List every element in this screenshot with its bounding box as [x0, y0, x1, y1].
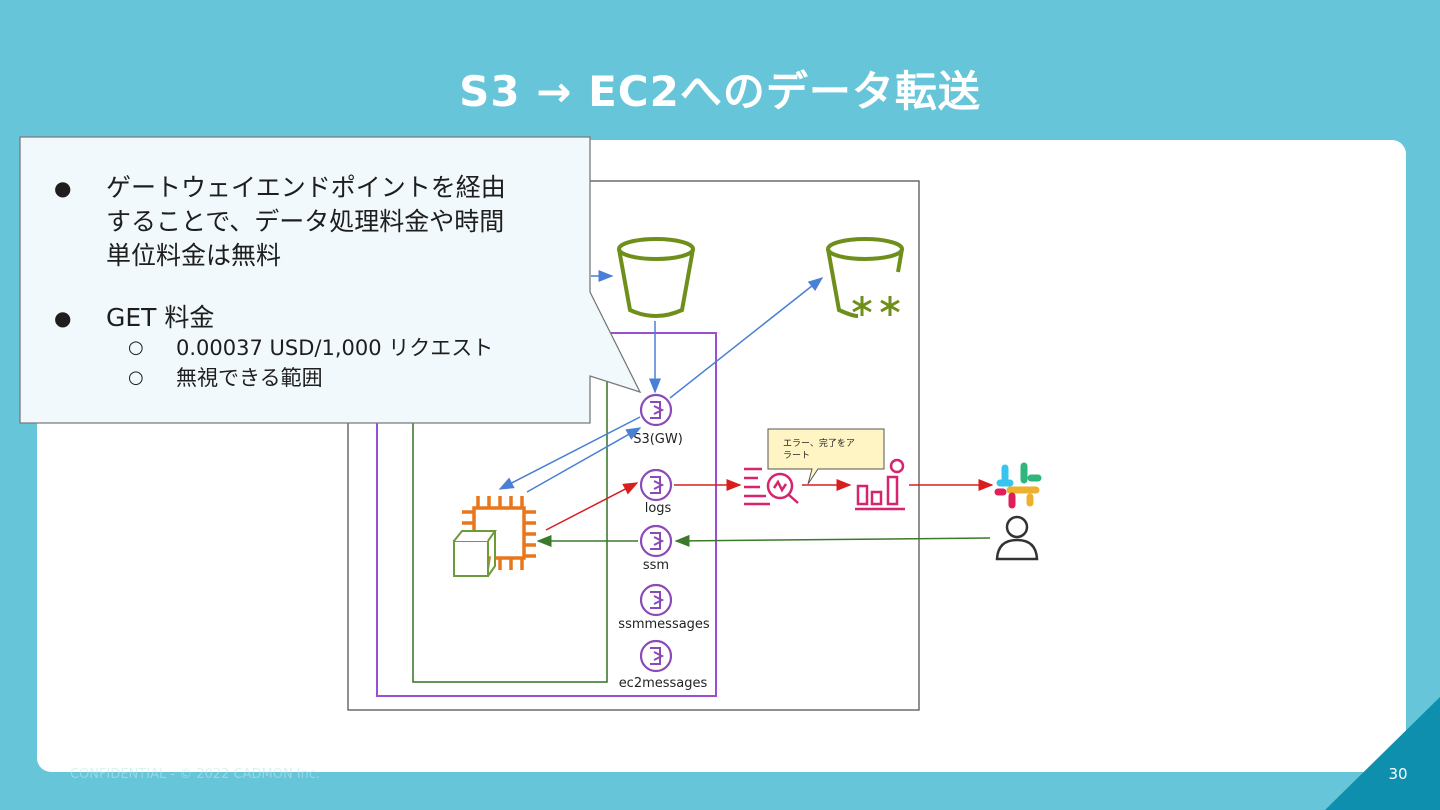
- alert-note: [767, 428, 885, 485]
- endpoint-label: ssm: [643, 558, 669, 573]
- user-icon: [995, 515, 1039, 561]
- slack-icon: [994, 462, 1042, 509]
- confidential-footer: CONFIDENTIAL - © 2022 CADMON Inc.: [70, 767, 321, 782]
- endpoint-ssm-icon: [639, 524, 673, 558]
- endpoint-label: S3(GW): [633, 432, 683, 447]
- region-box: [347, 180, 920, 711]
- endpoint-label: logs: [645, 501, 672, 516]
- endpoint-logs-icon: [639, 468, 673, 502]
- bullet-line: 単位料金は無料: [106, 241, 282, 270]
- callout-text: ● ゲートウェイエンドポイントを経由 することで、データ処理料金や時間 単位料金…: [20, 137, 590, 423]
- bullet-dot: ●: [54, 176, 72, 200]
- subitem-text: 0.00037 USD/1,000 リクエスト: [176, 336, 494, 360]
- sub-bullet: ○: [128, 337, 144, 358]
- endpoint-s3gw-icon: [639, 393, 673, 427]
- subitem-text: 無視できる範囲: [176, 366, 323, 390]
- bullet-line: ゲートウェイエンドポイントを経由: [106, 173, 506, 202]
- callout-subitem: ○ 無視できる範囲: [128, 363, 323, 393]
- endpoint-label: ssmmessages: [618, 617, 710, 632]
- slide-title: S3 → EC2へのデータ転送: [459, 67, 981, 116]
- callout-subitem: ○ 0.00037 USD/1,000 リクエスト: [128, 333, 493, 363]
- callout-box: [19, 136, 642, 424]
- callout-bullet: ● ゲートウェイエンドポイントを経由 することで、データ処理料金や時間 単位料金…: [54, 171, 574, 273]
- s3-bucket-icon: [617, 237, 695, 318]
- endpoint-ssmmessages-icon: [639, 583, 673, 617]
- snowflake-icon: [852, 296, 900, 316]
- alert-note-line: エラー、完了をア: [783, 437, 855, 449]
- bullet-text: ゲートウェイエンドポイントを経由 することで、データ処理料金や時間 単位料金は無…: [106, 171, 506, 273]
- flow-arrow: [674, 534, 991, 547]
- corner-accent: [1325, 697, 1440, 810]
- sub-bullet: ○: [128, 367, 144, 388]
- flow-arrow: [545, 482, 639, 531]
- s3-glacier-bucket-icon: [826, 237, 904, 318]
- alert-note-line: ラート: [783, 450, 810, 461]
- flow-arrow: [669, 277, 824, 399]
- flow-arrow: [526, 427, 642, 493]
- endpoint-ec2messages-icon: [639, 639, 673, 673]
- endpoint-label: ec2messages: [619, 676, 708, 691]
- flow-arrow: [498, 416, 641, 490]
- alarm-icon: [855, 458, 905, 511]
- log-insights-icon: [744, 467, 799, 506]
- callout-bullet: ● GET 料金: [54, 301, 574, 335]
- bullet-text: GET 料金: [106, 303, 215, 332]
- bullet-dot: ●: [54, 306, 72, 330]
- package-icon: [453, 530, 497, 577]
- bullet-line: することで、データ処理料金や時間: [106, 207, 505, 236]
- page-number: 30: [1388, 765, 1408, 783]
